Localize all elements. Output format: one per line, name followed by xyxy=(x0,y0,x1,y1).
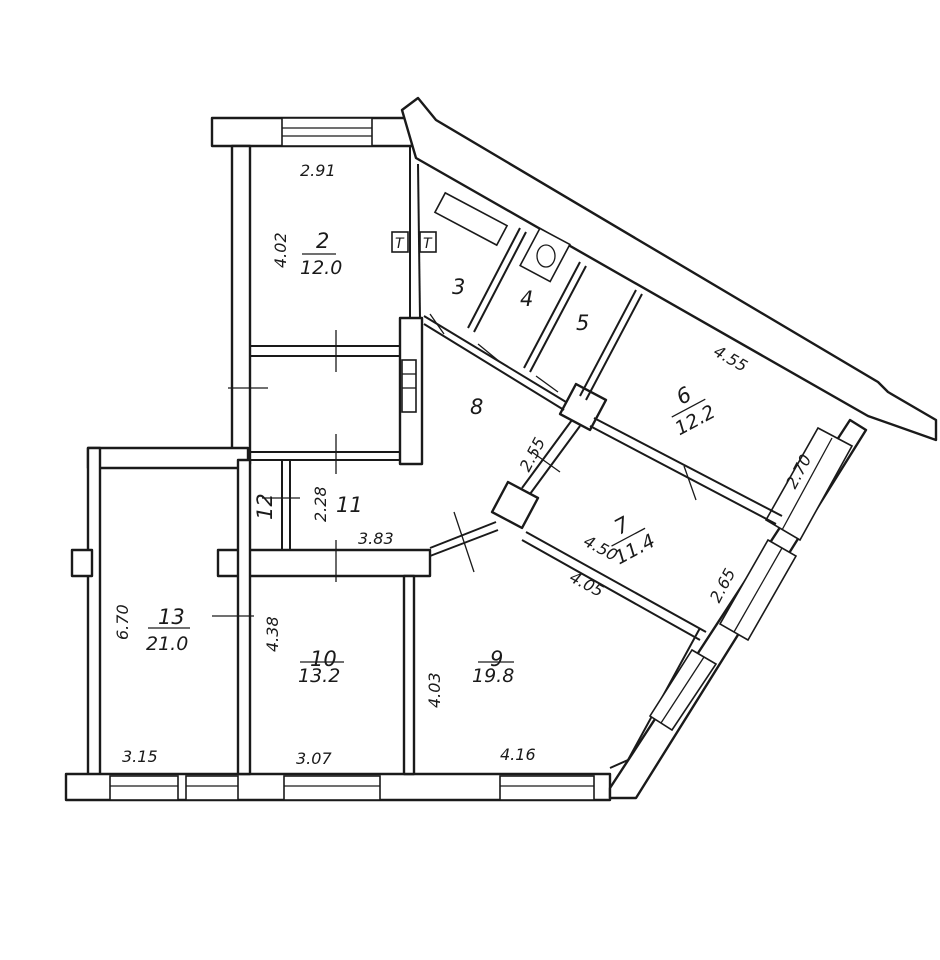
wall-stub-room-13 xyxy=(70,548,94,578)
wall-left-room-13 xyxy=(86,446,102,778)
svg-text:13.2: 13.2 xyxy=(298,665,340,687)
window-room-6 xyxy=(764,426,854,542)
door-room-3 xyxy=(429,313,445,335)
windows xyxy=(70,117,854,801)
toilet-bowl-icon xyxy=(536,244,556,268)
column-a xyxy=(490,480,540,530)
partition-room-3-left xyxy=(417,163,421,319)
svg-text:6: 6 xyxy=(672,382,695,409)
dim-room-10-height: 4.38 xyxy=(263,616,282,652)
room-8-number: 8 xyxy=(470,395,483,419)
partition-room-6-7 xyxy=(593,417,783,517)
dim-room-8-side: 2.55 xyxy=(516,434,550,474)
symbol-box-right xyxy=(419,231,437,253)
dim-room-9-diagonal: 4.05 xyxy=(566,567,606,601)
room-5-number: 5 xyxy=(576,311,589,335)
room-10-label: 10 13.2 xyxy=(298,647,344,687)
toilet-icon xyxy=(519,227,571,283)
symbol-t-left: T xyxy=(395,236,405,252)
room-9-label: 9 19.8 xyxy=(472,647,514,687)
window-room-10 xyxy=(283,775,381,801)
fixtures: T T xyxy=(391,191,571,413)
door-room-5 xyxy=(535,375,559,393)
svg-text:9: 9 xyxy=(490,647,503,671)
symbol-t-right: T xyxy=(423,236,433,252)
svg-text:12.2: 12.2 xyxy=(671,401,719,440)
partition-room-10-9 xyxy=(402,574,416,776)
dim-room-13-width: 3.15 xyxy=(122,747,158,766)
symbol-box-left xyxy=(391,231,409,253)
bathtub-icon xyxy=(433,191,509,247)
wall-left-room-2 xyxy=(230,144,252,466)
partition-room-4-5 xyxy=(523,261,581,369)
svg-text:19.8: 19.8 xyxy=(472,665,514,687)
svg-text:10: 10 xyxy=(310,647,337,671)
door-room-4 xyxy=(477,343,501,363)
room-12-number: 12 xyxy=(253,493,277,520)
dim-room-2-width: 2.91 xyxy=(300,161,336,180)
room-2-label: 2 12.0 xyxy=(300,229,342,279)
room-6-label: 6 12.2 xyxy=(671,382,719,440)
partitions xyxy=(216,146,783,776)
wall-room-9-right xyxy=(609,627,701,769)
room-4-number: 4 xyxy=(520,287,533,311)
dim-room-13-height: 6.70 xyxy=(113,604,132,640)
window-room-2 xyxy=(281,117,373,147)
room-13-label: 13 21.0 xyxy=(146,605,190,655)
partition-room-13-10 xyxy=(236,458,252,776)
window-room-13-b xyxy=(185,775,239,801)
door-room-6 xyxy=(683,465,697,501)
partition-room-5-6 xyxy=(579,289,637,397)
radiator-icon xyxy=(401,359,417,413)
partition-room-8-7 xyxy=(521,419,573,489)
dim-room-11-length: 3.83 xyxy=(358,529,394,548)
partition-room-10-top xyxy=(216,548,432,578)
door-room-7 xyxy=(531,451,561,473)
wall-top-room-13 xyxy=(86,446,250,470)
partition-room-9-top-a xyxy=(429,521,497,549)
wall-diagonal-ne xyxy=(400,96,938,442)
door-marks xyxy=(212,313,697,617)
window-room-13-a xyxy=(109,775,179,801)
room-11-number: 11 xyxy=(336,493,363,517)
svg-text:2: 2 xyxy=(316,229,329,253)
svg-text:21.0: 21.0 xyxy=(146,633,188,655)
dim-room-9-height: 4.03 xyxy=(425,672,444,708)
room-3-number: 3 xyxy=(452,275,465,299)
svg-text:13: 13 xyxy=(158,605,185,629)
partition-room-8-top xyxy=(423,315,567,403)
partition-room-3-4 xyxy=(467,227,521,329)
dim-room-10-width: 3.07 xyxy=(296,749,332,768)
dim-room-12-length: 2.28 xyxy=(311,486,330,522)
svg-text:12.0: 12.0 xyxy=(300,257,342,279)
window-room-9 xyxy=(499,775,595,801)
dim-room-9-width: 4.16 xyxy=(500,745,536,764)
door-room-9 xyxy=(453,511,475,573)
partition-room-7-9 xyxy=(525,531,707,633)
dim-room-2-height: 4.02 xyxy=(271,232,290,268)
dim-room-7-length: 4.50 xyxy=(580,531,620,565)
